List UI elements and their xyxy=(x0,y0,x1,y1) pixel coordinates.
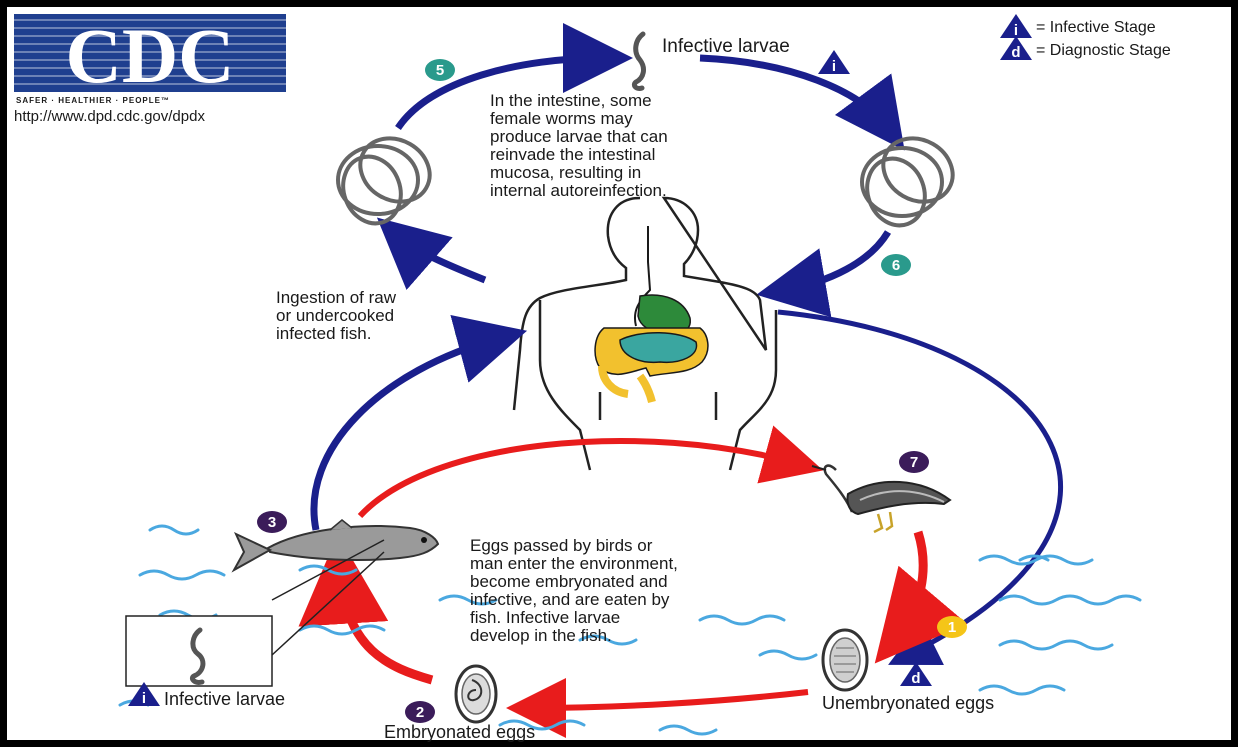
stage7-badge: 7 xyxy=(899,451,929,473)
svg-text:7: 7 xyxy=(910,454,918,471)
stage4-note: Ingestion of raw or undercooked infected… xyxy=(276,288,397,343)
arrow-bird-to-eggs xyxy=(898,532,923,636)
stage5-badge: 5 xyxy=(425,59,455,81)
svg-text:infected fish.: infected fish. xyxy=(276,324,371,343)
svg-text:become embryonated and: become embryonated and xyxy=(470,572,668,591)
unembryonated-egg-icon xyxy=(823,630,867,690)
svg-text:fish. Infective larvae: fish. Infective larvae xyxy=(470,608,620,627)
svg-text:In the intestine, some: In the intestine, some xyxy=(490,91,652,110)
arrow-to-human-right xyxy=(784,232,888,290)
svg-text:man enter the environment,: man enter the environment, xyxy=(470,554,678,573)
embryonated-egg-icon xyxy=(456,666,496,722)
legend-diagnostic: d = Diagnostic Stage xyxy=(1000,36,1171,61)
legend-infective-text: = Infective Stage xyxy=(1036,19,1156,36)
infective-marker-top: i xyxy=(818,50,850,75)
svg-text:infective, and are eaten by: infective, and are eaten by xyxy=(470,590,670,609)
arrow-fish-to-bird xyxy=(360,441,800,516)
bird-icon xyxy=(812,466,950,532)
svg-text:6: 6 xyxy=(892,257,900,274)
svg-text:mucosa, resulting in: mucosa, resulting in xyxy=(490,163,641,182)
stage2-badge: 2 xyxy=(405,701,435,723)
svg-text:2: 2 xyxy=(416,704,424,721)
svg-text:3: 3 xyxy=(268,514,276,531)
stage5-label: Infective larvae xyxy=(662,36,790,57)
stage1-badge: 1 xyxy=(937,616,967,638)
environment-note: Eggs passed by birds or man enter the en… xyxy=(470,536,678,645)
diagnostic-marker: d xyxy=(900,662,932,687)
svg-text:develop in the fish.: develop in the fish. xyxy=(470,626,612,645)
larva-top-icon xyxy=(634,34,643,88)
arrow-fish-to-human xyxy=(314,338,500,530)
source-url[interactable]: http://www.dpd.cdc.gov/dpdx xyxy=(14,108,205,125)
adult-worm-left-icon xyxy=(334,126,441,232)
logo-tagline: SAFER · HEALTHIER · PEOPLE™ xyxy=(16,96,170,105)
svg-text:5: 5 xyxy=(436,62,444,79)
svg-text:d: d xyxy=(1011,44,1020,61)
svg-text:i: i xyxy=(142,690,146,707)
logo-wordmark: CDC xyxy=(66,12,235,99)
stage3-label: Infective larvae xyxy=(164,689,285,709)
cdc-logo: CDC xyxy=(14,12,286,99)
svg-text:1: 1 xyxy=(948,619,956,636)
autoinfection-note: In the intestine, some female worms may … xyxy=(490,91,668,200)
svg-text:Eggs passed by birds or: Eggs passed by birds or xyxy=(470,536,653,555)
svg-text:Ingestion of raw: Ingestion of raw xyxy=(276,288,397,307)
svg-text:i: i xyxy=(832,58,836,75)
arrow-human-to-left-worm xyxy=(398,236,485,280)
svg-text:d: d xyxy=(911,670,920,687)
svg-text:or undercooked: or undercooked xyxy=(276,306,394,325)
legend-diagnostic-text: = Diagnostic Stage xyxy=(1036,42,1171,59)
arrow-unembryonated-to-embryonated xyxy=(530,692,808,708)
human-figure xyxy=(514,198,776,470)
stage2-label: Embryonated eggs xyxy=(384,722,535,742)
arrow-embryonated-to-fish xyxy=(340,570,432,680)
svg-text:produce larvae that can: produce larvae that can xyxy=(490,127,668,146)
svg-text:internal autoreinfection.: internal autoreinfection. xyxy=(490,181,667,200)
stage4-badge: 4 xyxy=(455,321,485,343)
stage1-label: Unembryonated eggs xyxy=(822,693,994,713)
svg-text:4: 4 xyxy=(466,324,475,341)
svg-text:female worms may: female worms may xyxy=(490,109,633,128)
adult-worm-right-icon xyxy=(858,126,964,234)
legend-infective: i = Infective Stage xyxy=(1000,14,1156,39)
svg-text:reinvade the intestinal: reinvade the intestinal xyxy=(490,145,655,164)
arrow-to-right-worm xyxy=(700,58,888,128)
stage3-badge: 3 xyxy=(257,511,287,533)
stage6-badge: 6 xyxy=(881,254,911,276)
